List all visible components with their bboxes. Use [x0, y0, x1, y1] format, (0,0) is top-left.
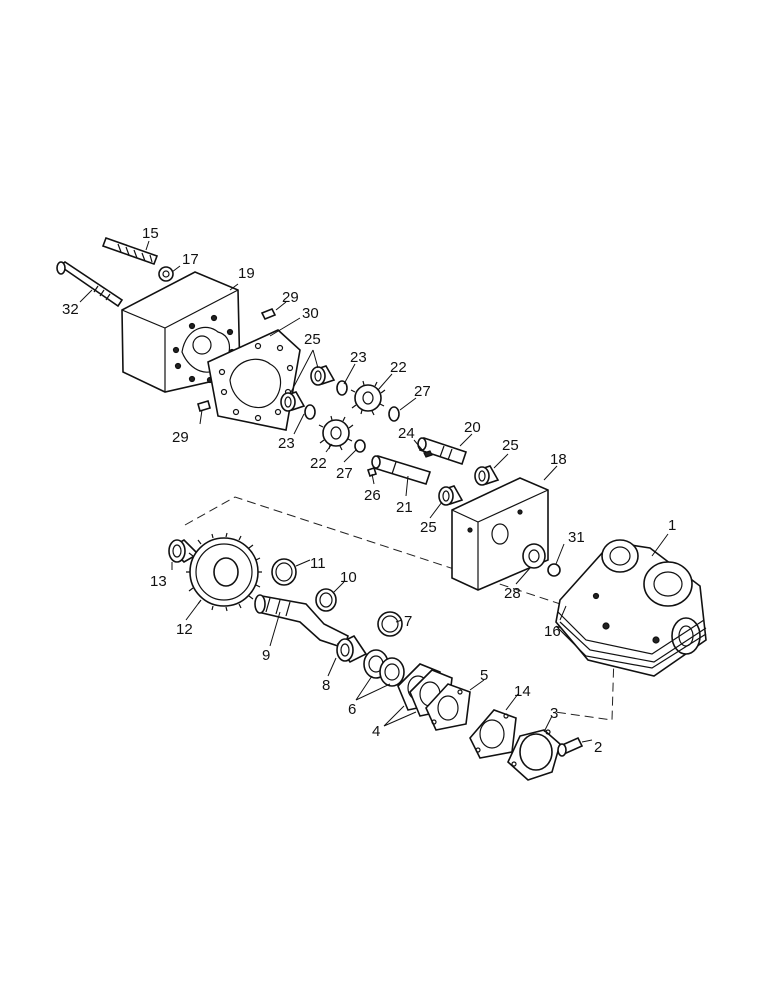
- part-20-shaft: [417, 436, 468, 466]
- callout-21: 21: [396, 499, 413, 516]
- callout-22-lower: 22: [310, 455, 327, 472]
- callout-9: 9: [262, 647, 270, 664]
- callout-11: 11: [310, 555, 326, 572]
- callout-29-upper: 29: [282, 289, 299, 306]
- part-16-gasket: [555, 625, 707, 669]
- leader-lines: [79, 240, 669, 743]
- callout-10: 10: [340, 569, 357, 586]
- callout-17: 17: [182, 251, 199, 268]
- callout-16: 16: [544, 623, 561, 640]
- part-15-stud: [101, 236, 159, 266]
- part-14-gasket: [469, 709, 517, 759]
- part-29-dowel-upper: [260, 307, 277, 321]
- part-22-gear-upper: [350, 380, 386, 416]
- callout-20: 20: [464, 419, 481, 436]
- callout-1: 1: [668, 517, 676, 534]
- callout-5: 5: [480, 667, 488, 684]
- callout-22-upper: 22: [390, 359, 407, 376]
- callout-19: 19: [238, 265, 255, 282]
- part-12-gear: [186, 532, 262, 612]
- callout-23-lower: 23: [278, 435, 295, 452]
- part-21-drive-shaft: [371, 455, 432, 485]
- part-25-bushing-right-upper: [474, 465, 500, 486]
- callout-26: 26: [364, 487, 381, 504]
- callout-4: 4: [372, 723, 380, 740]
- callout-18: 18: [550, 451, 567, 468]
- part-26-key: [366, 466, 378, 478]
- part-13-bearing: [168, 539, 200, 563]
- callout-8: 8: [322, 677, 330, 694]
- part-23-washer-lower: [304, 404, 316, 420]
- part-27-washer-lower: [354, 439, 366, 453]
- part-25-bushing-upper: [310, 365, 336, 386]
- part-27-washer-upper: [388, 406, 400, 422]
- part-17-nut: [158, 266, 174, 282]
- callout-30: 30: [302, 305, 319, 322]
- part-30-gasket: [207, 329, 301, 431]
- callout-2: 2: [594, 739, 602, 756]
- callout-32: 32: [62, 301, 79, 318]
- part-3-cover-cap: [507, 729, 561, 781]
- part-18-pump-body: [451, 477, 549, 591]
- callout-23-upper: 23: [350, 349, 367, 366]
- part-10-ring: [315, 588, 337, 612]
- callout-25-left: 25: [304, 331, 321, 348]
- callout-13: 13: [150, 573, 167, 590]
- part-22-gear-lower: [318, 415, 354, 451]
- part-25-bushing-lower: [280, 391, 306, 412]
- part-29-dowel-lower: [197, 400, 211, 412]
- part-7-ring: [377, 611, 403, 637]
- callout-25-middle: 25: [502, 437, 519, 454]
- callout-12: 12: [176, 621, 193, 638]
- assembly-dashed-line: [184, 496, 616, 721]
- part-25-bushing-right-lower: [438, 485, 464, 506]
- callout-6: 6: [348, 701, 356, 718]
- callout-27-lower: 27: [336, 465, 353, 482]
- part-6-seals: [363, 649, 405, 687]
- callout-27-upper: 27: [414, 383, 431, 400]
- callout-28: 28: [504, 585, 521, 602]
- part-23-washer-upper: [336, 380, 348, 396]
- part-8-bearing: [336, 634, 368, 664]
- callout-7: 7: [404, 613, 412, 630]
- part-11-ring: [271, 558, 297, 586]
- callout-31: 31: [568, 529, 585, 546]
- part-24-key: [423, 450, 433, 458]
- part-2-screw: [557, 736, 584, 757]
- part-28-bushing: [522, 543, 546, 569]
- part-5-gasket: [425, 683, 471, 731]
- callout-24: 24: [398, 425, 415, 442]
- callout-3: 3: [550, 705, 558, 722]
- part-1-housing: [555, 539, 707, 677]
- callout-15: 15: [142, 225, 159, 242]
- part-31-seal: [547, 563, 561, 577]
- part-32-bolt: [56, 261, 124, 308]
- callout-14: 14: [514, 683, 531, 700]
- callout-25-lower: 25: [420, 519, 437, 536]
- callout-29-lower: 29: [172, 429, 189, 446]
